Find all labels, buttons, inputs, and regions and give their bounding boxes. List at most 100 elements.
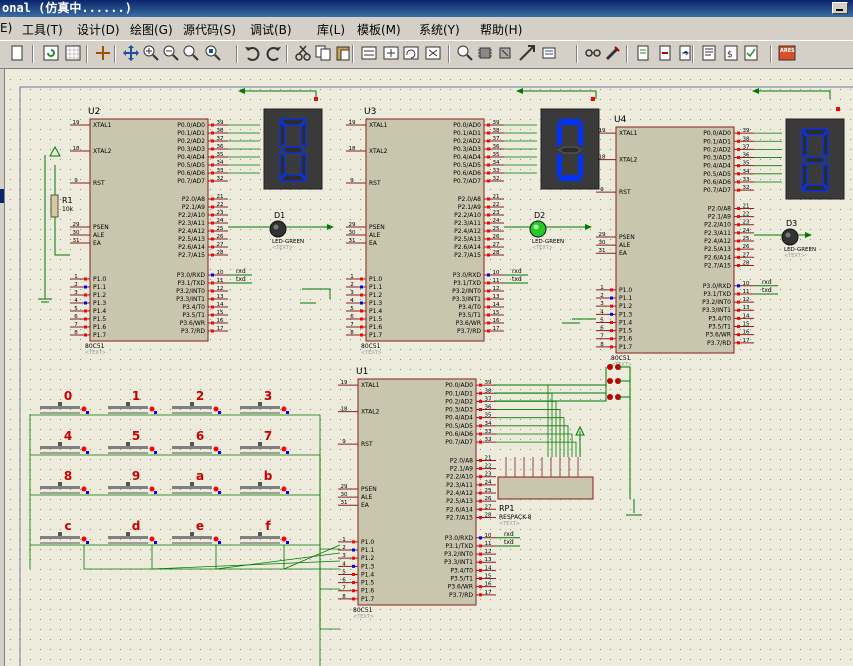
bill-of-materials-icon[interactable]: $	[722, 44, 740, 62]
menu-item-4[interactable]: 源代码(S)	[183, 23, 236, 37]
key-plunger[interactable]	[172, 406, 212, 409]
electrical-rule-check-icon[interactable]	[742, 44, 760, 62]
key-plunger[interactable]	[40, 446, 80, 449]
key-plunger[interactable]	[172, 446, 212, 449]
key-plunger[interactable]	[172, 486, 212, 489]
refresh-icon[interactable]	[42, 44, 60, 62]
mcu-u2[interactable]	[89, 118, 209, 342]
key-cap[interactable]	[126, 482, 130, 486]
key-cap[interactable]	[126, 532, 130, 536]
key-plunger[interactable]	[172, 536, 212, 539]
pick-device-icon[interactable]	[456, 44, 474, 62]
key-plunger[interactable]	[240, 406, 280, 409]
key-plunger[interactable]	[108, 536, 148, 539]
switch-contact[interactable]	[607, 364, 613, 370]
zoom-out-icon[interactable]	[162, 44, 180, 62]
key-cap[interactable]	[258, 482, 262, 486]
keypad-key-7[interactable]	[240, 442, 289, 454]
netlist-icon[interactable]	[700, 44, 718, 62]
search-icon[interactable]	[584, 44, 602, 62]
keypad-key-a[interactable]	[172, 482, 221, 494]
menu-item-1[interactable]: 工具(T)	[22, 23, 63, 37]
menu-item-6[interactable]: 库(L)	[317, 23, 346, 37]
new-sheet-icon[interactable]	[634, 44, 652, 62]
make-device-icon[interactable]	[476, 44, 494, 62]
origin-cross-icon[interactable]	[94, 44, 112, 62]
keypad-key-9[interactable]	[108, 482, 157, 494]
menu-item-2[interactable]: 设计(D)	[77, 23, 120, 37]
block-move-icon[interactable]	[382, 44, 400, 62]
block-rotate-icon[interactable]	[402, 44, 420, 62]
key-cap[interactable]	[126, 442, 130, 446]
zoom-in-icon[interactable]	[142, 44, 160, 62]
property-tool-icon[interactable]	[604, 44, 622, 62]
menu-item-9[interactable]: 帮助(H)	[480, 23, 523, 37]
mcu-u3[interactable]	[365, 118, 485, 342]
key-plunger[interactable]	[108, 486, 148, 489]
keypad-key-e[interactable]	[172, 532, 221, 544]
copy-icon[interactable]	[314, 44, 332, 62]
key-cap[interactable]	[190, 442, 194, 446]
menu-item-3[interactable]: 绘图(G)	[130, 23, 173, 37]
mcu-body[interactable]	[357, 378, 477, 606]
mcu-body[interactable]	[615, 126, 735, 354]
key-cap[interactable]	[58, 442, 62, 446]
cut-icon[interactable]	[294, 44, 312, 62]
menu-item-5[interactable]: 调试(B)	[250, 23, 292, 37]
menu-item-8[interactable]: 系统(Y)	[419, 23, 460, 37]
key-cap[interactable]	[190, 482, 194, 486]
key-cap[interactable]	[258, 402, 262, 406]
key-cap[interactable]	[58, 402, 62, 406]
keypad-key-6[interactable]	[172, 442, 221, 454]
redo-icon[interactable]	[264, 44, 282, 62]
key-plunger[interactable]	[240, 536, 280, 539]
switch-contact[interactable]	[607, 378, 613, 384]
grid-icon[interactable]	[64, 44, 82, 62]
key-cap[interactable]	[258, 532, 262, 536]
keypad-key-2[interactable]	[172, 402, 221, 414]
mcu-body[interactable]	[89, 118, 209, 342]
goto-sheet-icon[interactable]	[676, 44, 694, 62]
zoom-area-icon[interactable]	[204, 44, 222, 62]
keypad-key-b[interactable]	[240, 482, 289, 494]
keypad-key-4[interactable]	[40, 442, 89, 454]
key-cap[interactable]	[258, 442, 262, 446]
keypad-key-0[interactable]	[40, 402, 89, 414]
keypad-key-5[interactable]	[108, 442, 157, 454]
decompose-icon[interactable]	[496, 44, 514, 62]
key-plunger[interactable]	[240, 486, 280, 489]
remove-sheet-icon[interactable]	[656, 44, 674, 62]
key-cap[interactable]	[126, 402, 130, 406]
menu-item-7[interactable]: 模板(M)	[357, 23, 401, 37]
page-icon[interactable]	[8, 44, 26, 62]
key-plunger[interactable]	[240, 446, 280, 449]
keypad-key-1[interactable]	[108, 402, 157, 414]
key-cap[interactable]	[58, 482, 62, 486]
mcu-u1[interactable]	[357, 378, 477, 606]
property-assign-icon[interactable]	[540, 44, 558, 62]
pan-icon[interactable]	[122, 44, 140, 62]
key-cap[interactable]	[190, 532, 194, 536]
undo-icon[interactable]	[244, 44, 262, 62]
block-copy-icon[interactable]	[360, 44, 378, 62]
keypad-key-d[interactable]	[108, 532, 157, 544]
key-plunger[interactable]	[40, 536, 80, 539]
key-plunger[interactable]	[108, 446, 148, 449]
key-plunger[interactable]	[108, 406, 148, 409]
switch-contact[interactable]	[607, 394, 613, 400]
key-cap[interactable]	[58, 532, 62, 536]
key-plunger[interactable]	[40, 406, 80, 409]
ares-icon[interactable]: ARES	[778, 44, 796, 62]
key-cap[interactable]	[190, 402, 194, 406]
block-delete-icon[interactable]	[424, 44, 442, 62]
keypad-key-c[interactable]	[40, 532, 89, 544]
keypad-key-3[interactable]	[240, 402, 289, 414]
menu-item-0[interactable]: E)	[0, 21, 13, 35]
mcu-body[interactable]	[365, 118, 485, 342]
zoom-all-icon[interactable]	[182, 44, 200, 62]
paste-icon[interactable]	[334, 44, 352, 62]
keypad-key-8[interactable]	[40, 482, 89, 494]
mcu-u4[interactable]	[615, 126, 735, 354]
